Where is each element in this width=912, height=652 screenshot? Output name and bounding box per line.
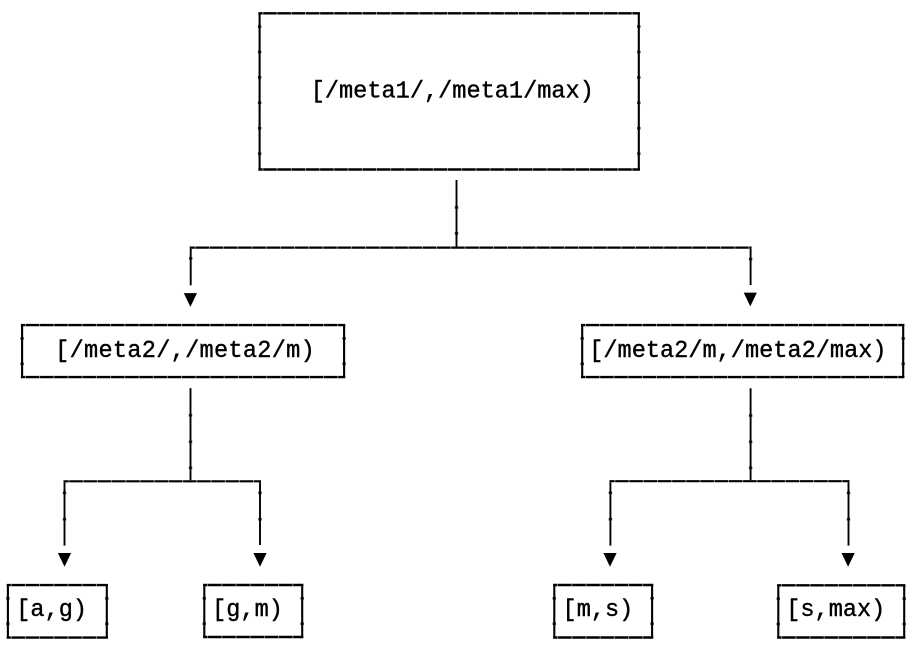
svg-text:[m,s): [m,s): [563, 597, 634, 624]
svg-text:[/meta1/,/meta1/max): [/meta1/,/meta1/max): [311, 78, 594, 105]
svg-text:[a,g): [a,g): [16, 597, 87, 624]
svg-text:[/meta2/,/meta2/m): [/meta2/,/meta2/m): [55, 338, 315, 365]
svg-text:[g,m): [g,m): [212, 597, 283, 624]
svg-text:[/meta2/m,/meta2/max): [/meta2/m,/meta2/max): [589, 338, 886, 365]
svg-text:[s,max): [s,max): [786, 597, 885, 624]
